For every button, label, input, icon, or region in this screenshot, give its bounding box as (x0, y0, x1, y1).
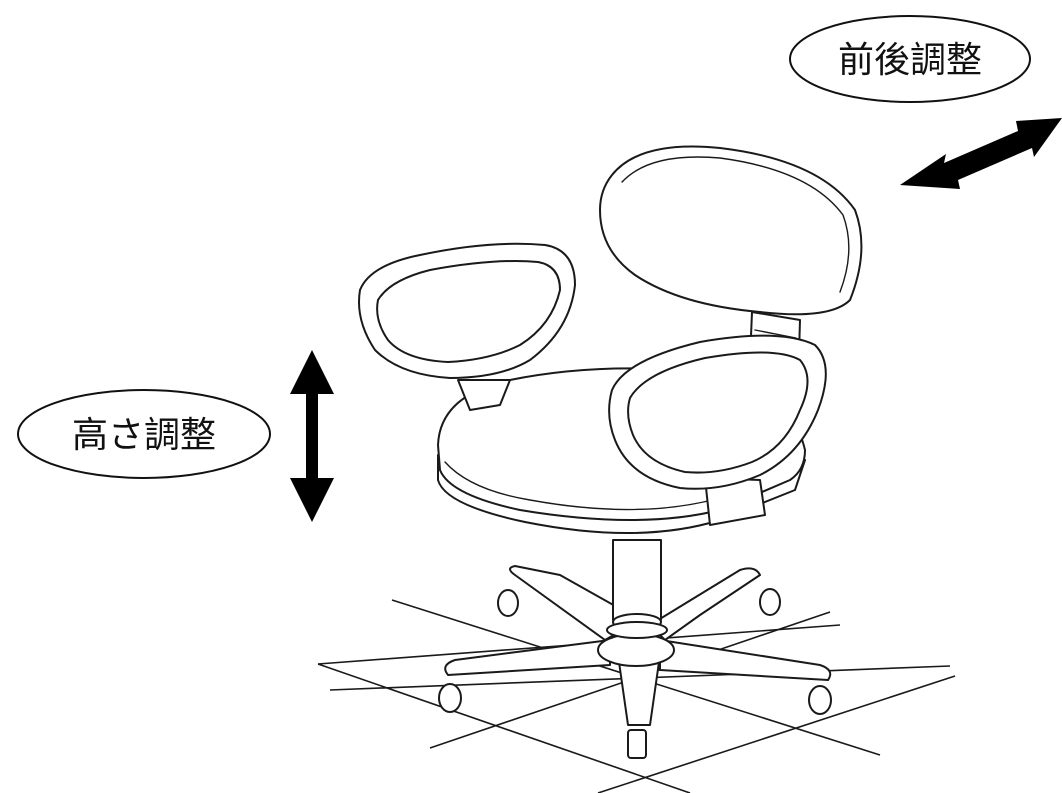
front-back-label-oval (789, 15, 1031, 103)
backrest (599, 145, 863, 316)
right-armrest (608, 334, 827, 526)
height-label: 高さ調整 (17, 389, 271, 479)
chair-casters (438, 588, 832, 759)
front-back-label-text: 前後調整 (838, 40, 982, 81)
height-label-oval (17, 389, 271, 479)
gas-cylinder (606, 539, 668, 639)
height-label-text: 高さ調整 (72, 415, 216, 456)
left-armrest (358, 242, 576, 411)
front-back-label: 前後調整 (789, 15, 1031, 103)
double-arrow-vertical-icon (290, 350, 334, 522)
chair-base (444, 565, 832, 726)
double-arrow-diagonal-icon (900, 118, 1062, 189)
chair-illustration (358, 145, 863, 759)
